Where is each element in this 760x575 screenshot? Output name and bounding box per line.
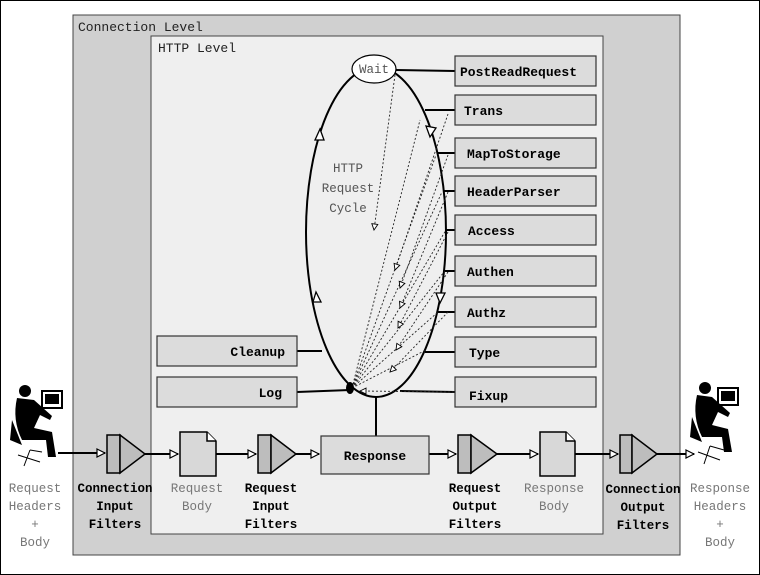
http-level-label: HTTP Level bbox=[158, 41, 236, 56]
phase-label: PostReadRequest bbox=[460, 65, 577, 80]
connection-input-filter-icon bbox=[106, 433, 147, 475]
phase-label: Log bbox=[259, 386, 283, 401]
wait-node: Wait bbox=[351, 54, 397, 84]
phase-cleanup: Cleanup bbox=[156, 335, 298, 367]
phase-label: MapToStorage bbox=[467, 147, 561, 162]
connection-output-filters-label: Output bbox=[620, 501, 665, 515]
response-label: Response bbox=[344, 449, 407, 464]
request-output-filters-label: Filters bbox=[449, 518, 502, 532]
request-label: Body bbox=[20, 536, 51, 550]
response-box: Response bbox=[320, 435, 430, 475]
response-body-document-icon bbox=[539, 431, 576, 477]
request-body-document-icon bbox=[179, 431, 217, 477]
request-label: Headers bbox=[9, 500, 62, 514]
request-label: + bbox=[31, 518, 39, 532]
request-label: Request bbox=[9, 482, 62, 496]
phase-post-read-request: PostReadRequest bbox=[454, 55, 597, 87]
phase-label: Authen bbox=[467, 265, 514, 280]
connection-output-filters-label: Filters bbox=[617, 519, 670, 533]
phase-trans: Trans bbox=[454, 94, 597, 126]
phase-type: Type bbox=[454, 336, 597, 368]
connection-input-filters-label: Filters bbox=[89, 518, 142, 532]
cycle-label-2: Request bbox=[322, 182, 375, 196]
request-body-label: Request bbox=[171, 482, 224, 496]
connection-level-label: Connection Level bbox=[78, 20, 203, 35]
phase-label: Trans bbox=[464, 104, 503, 119]
cycle-direction-arrows bbox=[312, 125, 447, 305]
request-input-filter-icon bbox=[257, 433, 298, 475]
phase-label: Type bbox=[469, 346, 500, 361]
flow-line bbox=[58, 453, 694, 454]
response-out-label: Response bbox=[690, 482, 750, 496]
phase-map-to-storage: MapToStorage bbox=[454, 137, 597, 169]
connection-output-filter-icon bbox=[619, 433, 659, 475]
request-input-filters-label: Request bbox=[245, 482, 298, 496]
phase-label: Cleanup bbox=[230, 345, 285, 360]
request-output-filters-label: Output bbox=[452, 500, 497, 514]
cycle-label-3: Cycle bbox=[329, 202, 367, 216]
response-body-label: Response bbox=[524, 482, 584, 496]
phase-log: Log bbox=[156, 376, 298, 408]
request-output-filters-label: Request bbox=[449, 482, 502, 496]
phase-label: HeaderParser bbox=[467, 185, 561, 200]
wait-label: Wait bbox=[359, 63, 389, 77]
connection-output-filters-label: Connection bbox=[605, 483, 680, 497]
phase-fixup: Fixup bbox=[454, 376, 597, 408]
phase-header-parser: HeaderParser bbox=[454, 175, 597, 207]
response-out-label: Body bbox=[705, 536, 736, 550]
response-out-label: + bbox=[716, 518, 724, 532]
client-person-icon-right bbox=[690, 382, 739, 465]
phase-access: Access bbox=[454, 214, 597, 246]
cycle-start-dot bbox=[346, 382, 354, 394]
cycle-label-1: HTTP bbox=[333, 162, 363, 176]
response-out-label: Headers bbox=[694, 500, 747, 514]
phase-label: Fixup bbox=[469, 389, 508, 404]
connection-input-filters-label: Connection bbox=[77, 482, 152, 496]
phase-authz: Authz bbox=[454, 296, 597, 328]
response-body-label: Body bbox=[539, 500, 570, 514]
phase-authen: Authen bbox=[454, 255, 597, 287]
request-input-filters-label: Filters bbox=[245, 518, 298, 532]
phase-label: Access bbox=[468, 224, 515, 239]
request-output-filter-icon bbox=[457, 433, 499, 475]
dotted-dispatch-lines bbox=[351, 74, 455, 395]
phase-label: Authz bbox=[467, 306, 506, 321]
request-input-filters-label: Input bbox=[252, 500, 290, 514]
connection-input-filters-label: Input bbox=[96, 500, 134, 514]
client-person-icon-left bbox=[10, 385, 63, 467]
request-body-label: Body bbox=[182, 500, 213, 514]
